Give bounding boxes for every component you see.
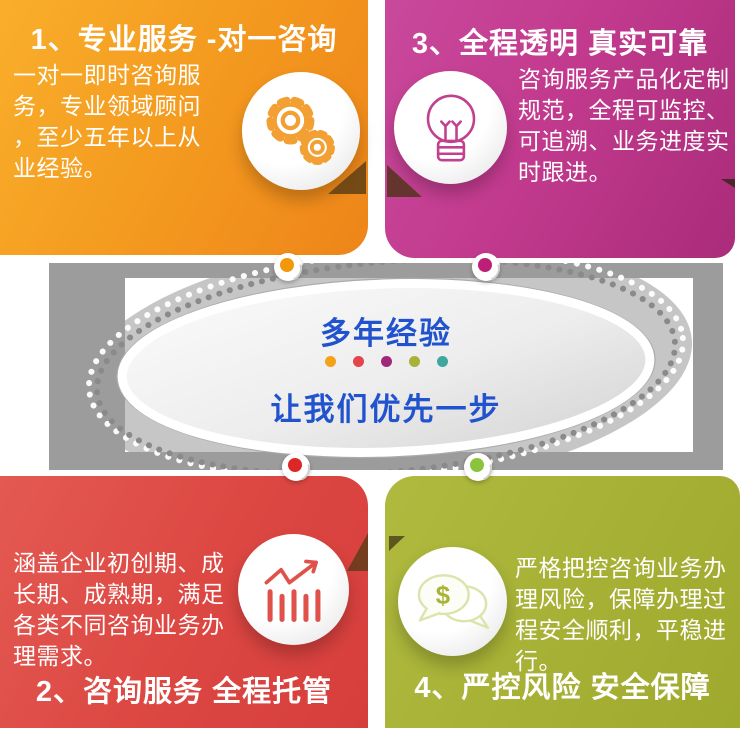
divider-dot (352, 356, 364, 367)
badge-dot (470, 458, 484, 472)
gears-icon (266, 96, 335, 165)
connector-badge-top-right (470, 251, 505, 286)
card-2-icon-circle (238, 534, 349, 645)
card-4-title: 4、严控风险 安全保障 (414, 672, 711, 704)
card-2-body: 涵盖企业初创期、成长期、成熟期，满足各类不同咨询业务办理需求。 (13, 550, 225, 669)
badge-dot (478, 258, 492, 272)
connector-badge-bottom-left (280, 451, 315, 486)
dotted-orbit-gray (93, 256, 679, 478)
bar-chart-icon (264, 559, 320, 622)
card-1-icon-circle (242, 72, 360, 190)
card-4-body: 严格把控咨询业务办理风险，保障办理过程安全顺利，平稳进行。 (515, 555, 727, 674)
money-chat-icon: $ (417, 573, 489, 629)
center-subheadline: 让我们优先一步 (270, 392, 502, 427)
dollar-symbol: $ (435, 581, 449, 609)
badge-dot (280, 258, 294, 272)
center-ellipse-edge (116, 277, 656, 459)
card-1-body: 一对一即时咨询服务，专业领域顾问，至少五年以上从业经验。 (13, 62, 201, 181)
card-professional-service: 1、专业服务 -对一咨询 一对一即时咨询服务，专业领域顾问，至少五年以上从业经验… (0, 0, 368, 255)
divider-dot (380, 356, 392, 367)
badge-dot (288, 458, 302, 472)
divider-dot (324, 356, 336, 367)
divider-dots (49, 356, 723, 367)
card-risk-control: 严格把控咨询业务办理风险，保障办理过程安全顺利，平稳进行。 4、严控风险 安全保… (385, 476, 740, 728)
center-ellipse (117, 279, 655, 457)
card-2-title: 2、咨询服务 全程托管 (35, 676, 333, 708)
connector-badge-bottom-right (462, 451, 497, 486)
card-1-title: 1、专业服务 -对一咨询 (30, 24, 338, 56)
lightbulb-icon (426, 94, 475, 161)
fold-shadow (721, 179, 735, 188)
card-3-body: 咨询服务产品化定制规范，全程可监控、可追溯、业务进度实时跟进。 (518, 66, 730, 185)
divider-dot (408, 356, 420, 367)
center-headline: 多年经验 (320, 316, 452, 351)
card-full-trusteeship: 涵盖企业初创期、成长期、成熟期，满足各类不同咨询业务办理需求。 2、咨询服务 全… (0, 476, 368, 728)
card-4-icon-circle: $ (398, 547, 507, 656)
card-3-icon-circle (394, 71, 507, 184)
connector-badge-top-left (272, 251, 307, 286)
card-3-title: 3、全程透明 真实可靠 (411, 28, 709, 60)
divider-dot (436, 356, 448, 367)
